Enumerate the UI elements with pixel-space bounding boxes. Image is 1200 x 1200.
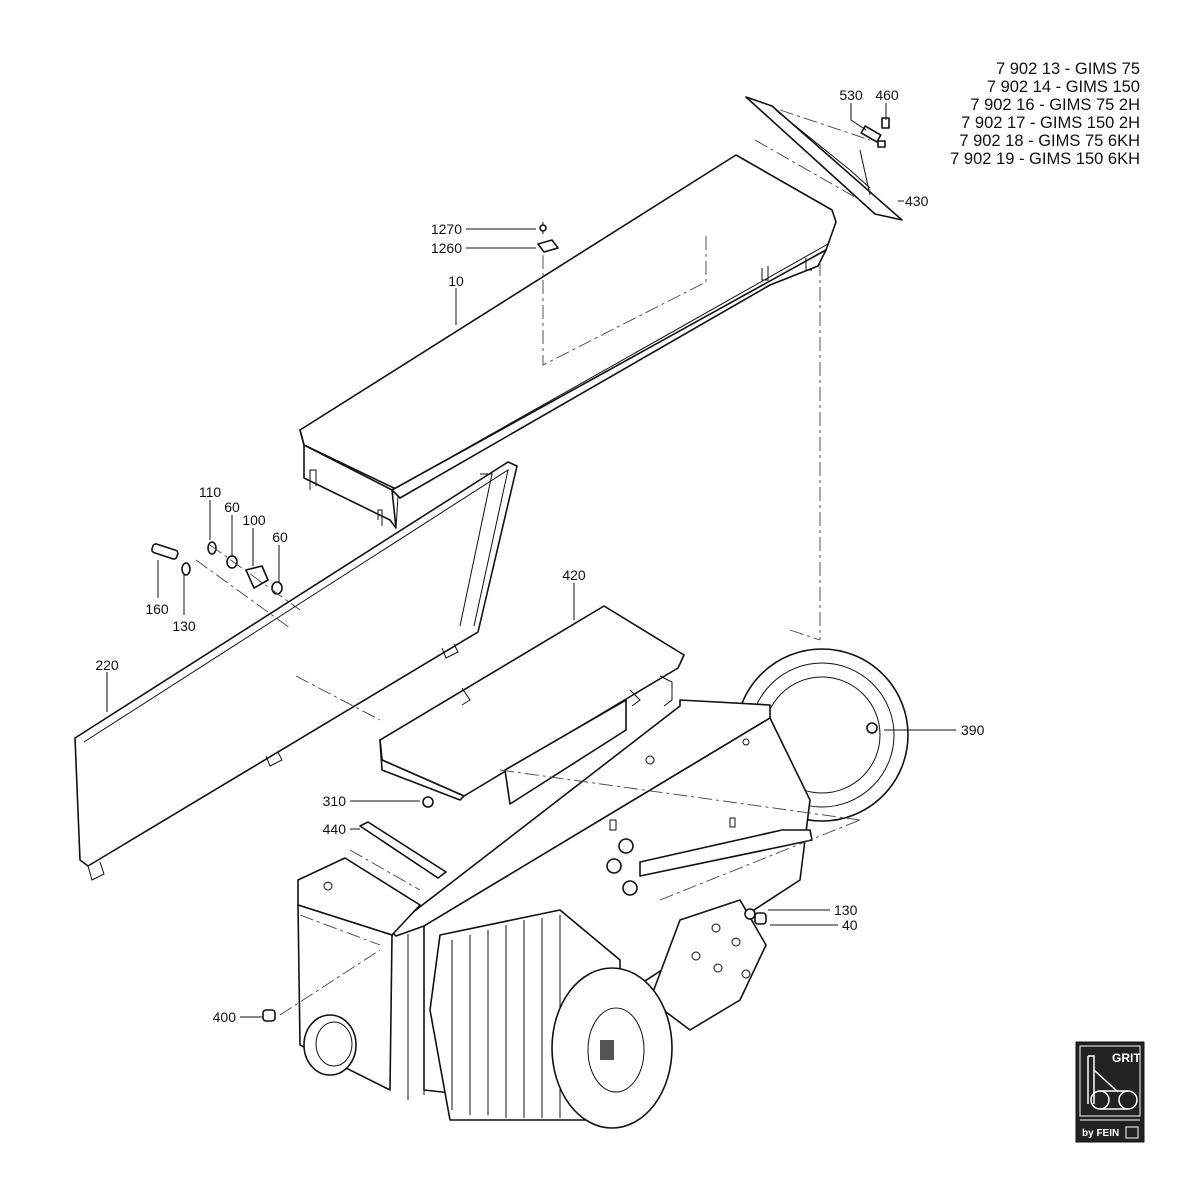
model-line: 7 902 19 - GIMS 150 6KH (950, 150, 1140, 168)
callout-60: 60 (272, 529, 288, 545)
callout-400: 400 (213, 1009, 237, 1025)
model-line: 7 902 16 - GIMS 75 2H (970, 96, 1140, 114)
svg-text:GRIT: GRIT (1112, 1051, 1141, 1065)
part-430-plate (745, 96, 903, 221)
callout-labels: 530 460 430 1270 1260 10 110 60 100 60 1… (95, 87, 984, 1025)
small-fasteners (262, 722, 878, 1022)
callout-440: 440 (323, 821, 347, 837)
callout-1260: 1260 (431, 240, 462, 256)
callout-310: 310 (323, 793, 347, 809)
model-line: 7 902 13 - GIMS 75 (996, 60, 1140, 78)
assembly-lines (195, 109, 871, 1016)
callout-60: 60 (224, 499, 240, 515)
callout-130: 130 (172, 618, 196, 634)
part-1260-1270-clip (537, 222, 559, 253)
model-list: 7 902 13 - GIMS 75 7 902 14 - GIMS 150 7… (950, 60, 1140, 168)
model-line: 7 902 14 - GIMS 150 (986, 78, 1140, 96)
motor (429, 909, 673, 1129)
part-420-inner-cover (379, 605, 685, 805)
part-530-460-screws (860, 117, 890, 148)
part-10-top-cover (299, 154, 837, 529)
callout-420: 420 (562, 567, 586, 583)
callout-130: 130 (834, 902, 858, 918)
callout-40: 40 (842, 917, 858, 933)
part-440-strip (359, 821, 447, 879)
model-line: 7 902 18 - GIMS 75 6KH (959, 132, 1140, 150)
dust-housing (297, 857, 421, 1091)
callout-10: 10 (448, 273, 464, 289)
part-hinge-hardware (151, 541, 283, 595)
callout-220: 220 (95, 657, 119, 673)
callout-430: 430 (905, 193, 929, 209)
part-220-side-panel (74, 461, 518, 881)
callout-530: 530 (839, 87, 863, 103)
leader-lines (106, 103, 956, 1018)
callout-460: 460 (875, 87, 899, 103)
callout-100: 100 (242, 512, 266, 528)
callout-390: 390 (961, 722, 985, 738)
callout-1270: 1270 (431, 221, 462, 237)
callout-110: 110 (199, 484, 222, 500)
model-line: 7 902 17 - GIMS 150 2H (961, 114, 1140, 132)
callout-160: 160 (145, 601, 169, 617)
grit-fein-logo: GRIT by FEIN (1075, 1041, 1145, 1143)
svg-text:by FEIN: by FEIN (1082, 1128, 1119, 1139)
